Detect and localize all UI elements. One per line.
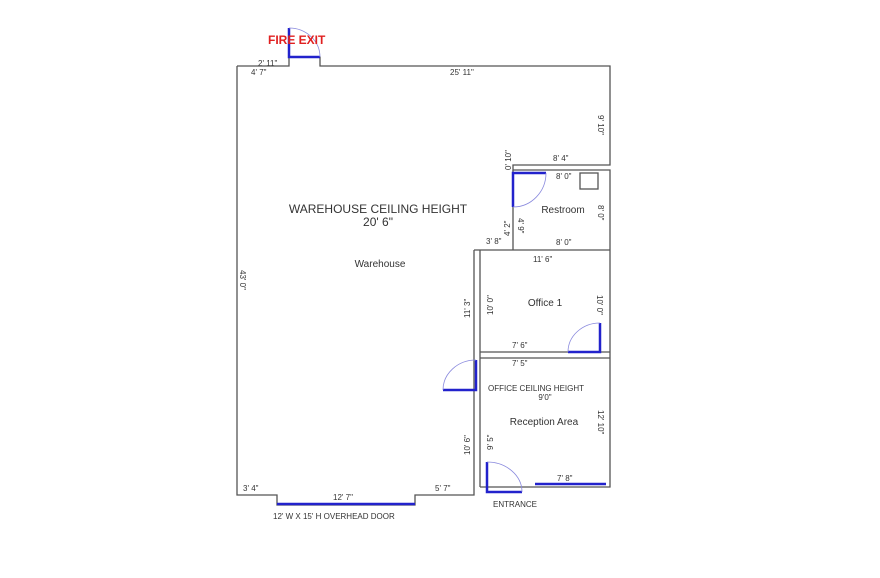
overhead-door-label: 12' W X 15' H OVERHEAD DOOR	[273, 512, 395, 521]
dim-step-v: 0' 10"	[504, 150, 513, 170]
dim-right-upper: 9' 10"	[596, 115, 605, 135]
dim-office-top: 11' 6"	[533, 255, 553, 264]
office-door	[567, 322, 602, 354]
warehouse-ceiling-value: 20' 6"	[363, 215, 393, 229]
dim-top: 25' 11"	[450, 68, 474, 77]
dim-office-right: 10' 0"	[595, 295, 604, 315]
dim-corridor: 3' 8"	[486, 237, 502, 246]
fire-exit-door	[287, 27, 321, 59]
office-ceiling-label: OFFICE CEILING HEIGHT	[488, 384, 584, 393]
dim-left: 43' 0"	[238, 270, 247, 290]
dim-restroom-left-a: 4' 2"	[503, 220, 512, 236]
dim-reception-left: 9' 5"	[486, 434, 495, 450]
office1-label: Office 1	[528, 298, 563, 309]
dim-top-left: 4' 7"	[251, 68, 267, 77]
exterior-wall	[236, 56, 611, 506]
dim-restroom-top: 8' 0"	[556, 172, 572, 181]
entrance-label: ENTRANCE	[493, 500, 537, 509]
restroom-door	[511, 171, 547, 208]
reception-label: Reception Area	[510, 417, 579, 428]
dim-office-left: 10' 0"	[486, 295, 495, 315]
dim-office-bottom: 7' 6"	[512, 341, 528, 350]
dim-restroom-right: 8' 0"	[596, 205, 605, 221]
office-ceiling-value: 9'0"	[538, 393, 551, 402]
restroom-wall	[474, 170, 610, 487]
restroom-label: Restroom	[541, 205, 584, 216]
warehouse-ceiling-label: WAREHOUSE CEILING HEIGHT	[289, 202, 468, 216]
dim-reception-top: 7' 5"	[512, 359, 528, 368]
dim-storefront: 7' 8"	[557, 474, 573, 483]
dim-overhead: 12' 7"	[333, 493, 353, 502]
dim-bottom-left: 3' 4"	[243, 484, 259, 493]
dim-reception-right: 12' 10"	[596, 410, 605, 435]
dim-step: 8' 4"	[553, 154, 569, 163]
dim-wh-inner-lower: 10' 6"	[463, 435, 472, 455]
dim-restroom-left-b: 4' 9"	[516, 218, 525, 234]
dim-fire-exit: 2' 11"	[258, 59, 278, 68]
dim-restroom-bottom: 8' 0"	[556, 238, 572, 247]
dim-wh-inner-upper: 11' 3"	[463, 298, 472, 318]
entrance-door	[485, 461, 523, 494]
restroom-fixture	[579, 172, 599, 190]
warehouse-label: Warehouse	[355, 259, 406, 270]
fire-exit-label: FIRE EXIT	[268, 33, 326, 47]
dim-bottom-right: 5' 7"	[435, 484, 451, 493]
reception-door	[442, 359, 478, 392]
